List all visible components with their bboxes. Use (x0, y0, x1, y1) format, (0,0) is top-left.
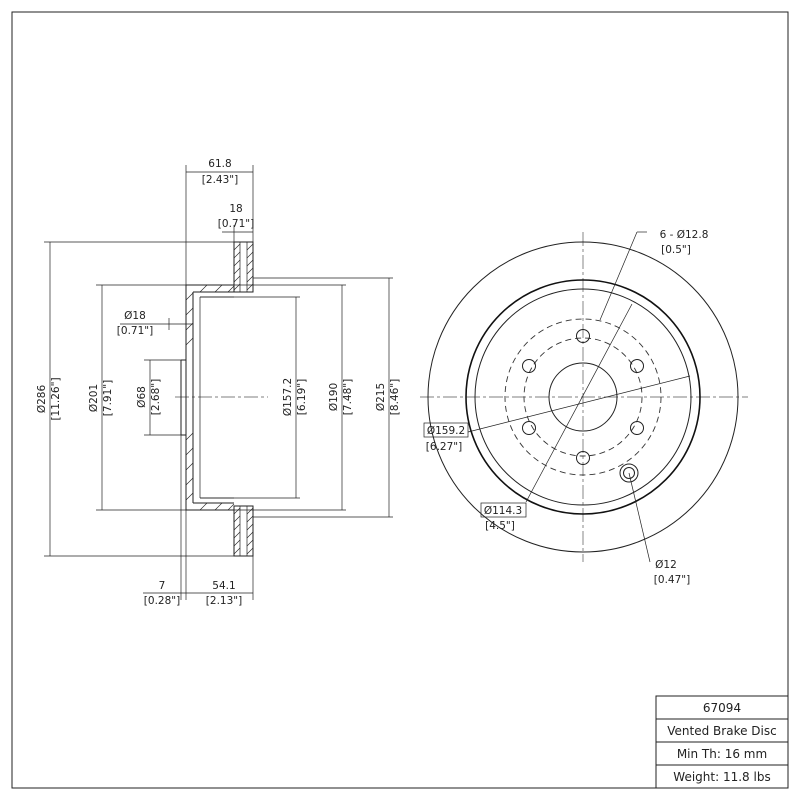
drawing-border (11, 11, 789, 789)
front-view (420, 231, 748, 563)
locator-hole-inner (623, 467, 635, 479)
dim-locator-hole: Ø12 (655, 559, 677, 571)
dim-pcd-outer-in: [6.27"] (426, 441, 462, 453)
rotor-outer-edge (427, 241, 739, 553)
dim-pcd-bolt: Ø114.3 (484, 505, 522, 517)
dim-drum-diameter: Ø190 (328, 383, 340, 411)
rotor-hat-outer (465, 279, 701, 515)
min-thickness: Min Th: 16 mm (677, 747, 767, 761)
part-number: 67094 (703, 701, 741, 715)
bolt-hole (576, 451, 590, 465)
dim-bolt-holes: 6 - Ø12.8 (660, 229, 709, 241)
dim-inner-drum: Ø157.2 (282, 378, 294, 416)
center-bore-hole (548, 362, 618, 432)
dim-hat-height: 54.1 (212, 580, 235, 592)
dim-hat-wall: Ø18 (124, 310, 146, 322)
dim-pcd-outer: Ø159.2 (427, 425, 465, 437)
dim-overall-width-in: [2.43"] (202, 174, 238, 186)
bolt-hole (522, 421, 536, 435)
rotor-hat-inner (474, 288, 692, 506)
dim-center-bore: Ø68 (136, 386, 148, 408)
dim-hat-outer-diameter: Ø201 (88, 384, 100, 412)
pcd-outer-box (423, 422, 469, 438)
dim-drum-diameter-in: [7.48"] (342, 379, 354, 415)
dim-friction-inner: Ø215 (375, 383, 387, 411)
dim-locator-hole-in: [0.47"] (654, 574, 690, 586)
dim-outer-diameter-in: [11.26"] (50, 377, 62, 420)
bolt-hole (630, 359, 644, 373)
dim-center-bore-in: [2.68"] (150, 379, 162, 415)
dim-hat-wall-in: [0.71"] (117, 325, 153, 337)
locator-hole (619, 463, 639, 483)
side-view-dimensions: 61.8 [2.43"] 18 [0.71"] Ø18 [0.71"] Ø286… (36, 158, 401, 607)
bolt-circle-outer (504, 318, 662, 476)
dim-inner-drum-in: [6.19"] (296, 379, 308, 415)
dim-flange-thickness-in: [0.28"] (144, 595, 180, 607)
bolt-hole (576, 329, 590, 343)
bolt-circle-pcd (523, 337, 643, 457)
bolt-hole (630, 421, 644, 435)
pcd-bolt-box (480, 502, 527, 518)
dim-overall-width: 61.8 (208, 158, 231, 170)
part-weight: Weight: 11.8 lbs (673, 770, 770, 784)
dim-bolt-holes-in: [0.5"] (661, 244, 691, 256)
dim-outer-diameter: Ø286 (36, 385, 48, 414)
bolt-hole (522, 359, 536, 373)
dim-hat-height-in: [2.13"] (206, 595, 242, 607)
dim-hat-outer-diameter-in: [7.91"] (102, 380, 114, 416)
dim-disc-thickness-in: [0.71"] (218, 218, 254, 230)
part-description: Vented Brake Disc (667, 724, 776, 738)
dim-flange-thickness: 7 (159, 580, 166, 592)
dim-disc-thickness: 18 (229, 203, 242, 215)
title-block: 67094 Vented Brake Disc Min Th: 16 mm We… (655, 695, 789, 789)
side-section-view (175, 241, 268, 557)
dim-pcd-bolt-in: [4.5"] (485, 520, 515, 532)
front-view-dimensions: 6 - Ø12.8 [0.5"] Ø159.2 [6.27"] Ø114.3 [… (423, 229, 709, 586)
dim-friction-inner-in: [8.46"] (389, 379, 401, 415)
